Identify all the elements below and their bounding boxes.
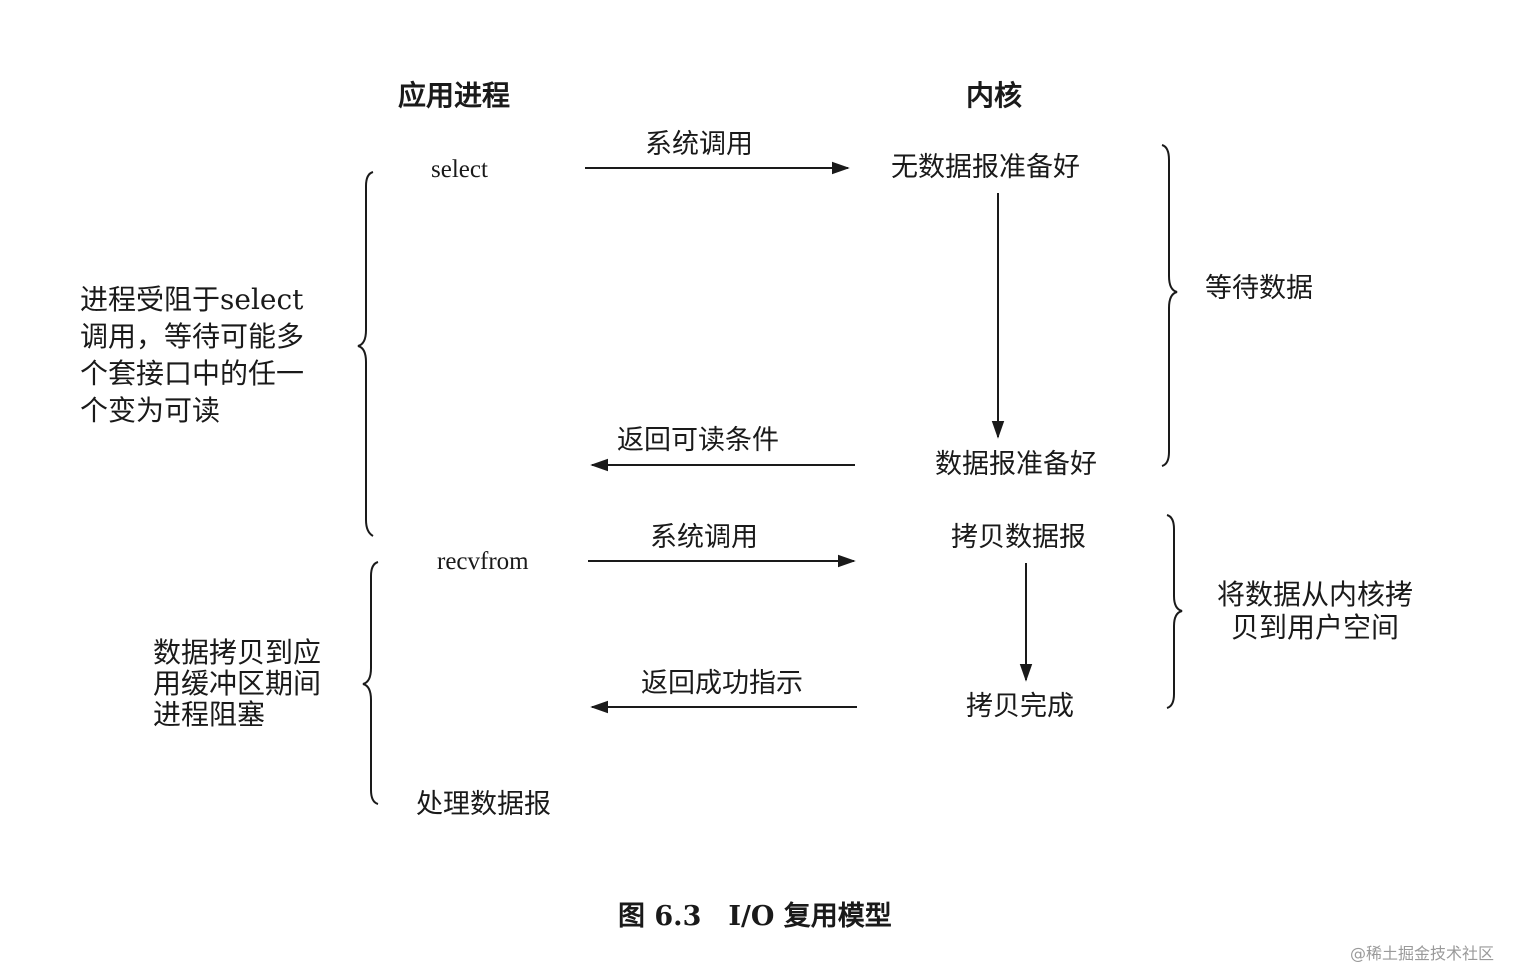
blocked-on-select-note: 进程受阻于select调用，等待可能多个套接口中的任一个变为可读 [80,283,305,427]
select-call-label: select [431,156,488,183]
no-datagram-ready-label: 无数据报准备好 [891,152,1080,183]
right-brace-wait [1161,144,1178,467]
app-process-header: 应用进程 [398,79,511,112]
blocked-on-copy-note: 数据拷贝到应用缓冲区期间进程阻塞 [153,636,322,731]
datagram-ready-label: 数据报准备好 [935,449,1097,480]
watermark: @稀土掘金技术社区 [1350,944,1495,963]
copy-complete-label: 拷贝完成 [966,691,1074,722]
kernel-header: 内核 [966,79,1023,112]
figure-caption: 图 6.3 I/O 复用模型 [618,901,892,932]
return-readable-label: 返回可读条件 [617,425,779,456]
left-brace-recvfrom [362,561,379,805]
copy-to-user-note: 将数据从内核拷贝到用户空间 [1216,578,1413,644]
process-datagram-label: 处理数据报 [416,789,551,820]
right-brace-copy [1166,514,1183,709]
copy-datagram-label: 拷贝数据报 [951,522,1086,553]
syscall-label-2: 系统调用 [650,522,758,553]
wait-for-data-note: 等待数据 [1205,273,1313,304]
syscall-label-1: 系统调用 [645,129,753,160]
return-success-label: 返回成功指示 [641,668,803,699]
recvfrom-call-label: recvfrom [437,548,529,575]
left-brace-select [357,171,374,537]
